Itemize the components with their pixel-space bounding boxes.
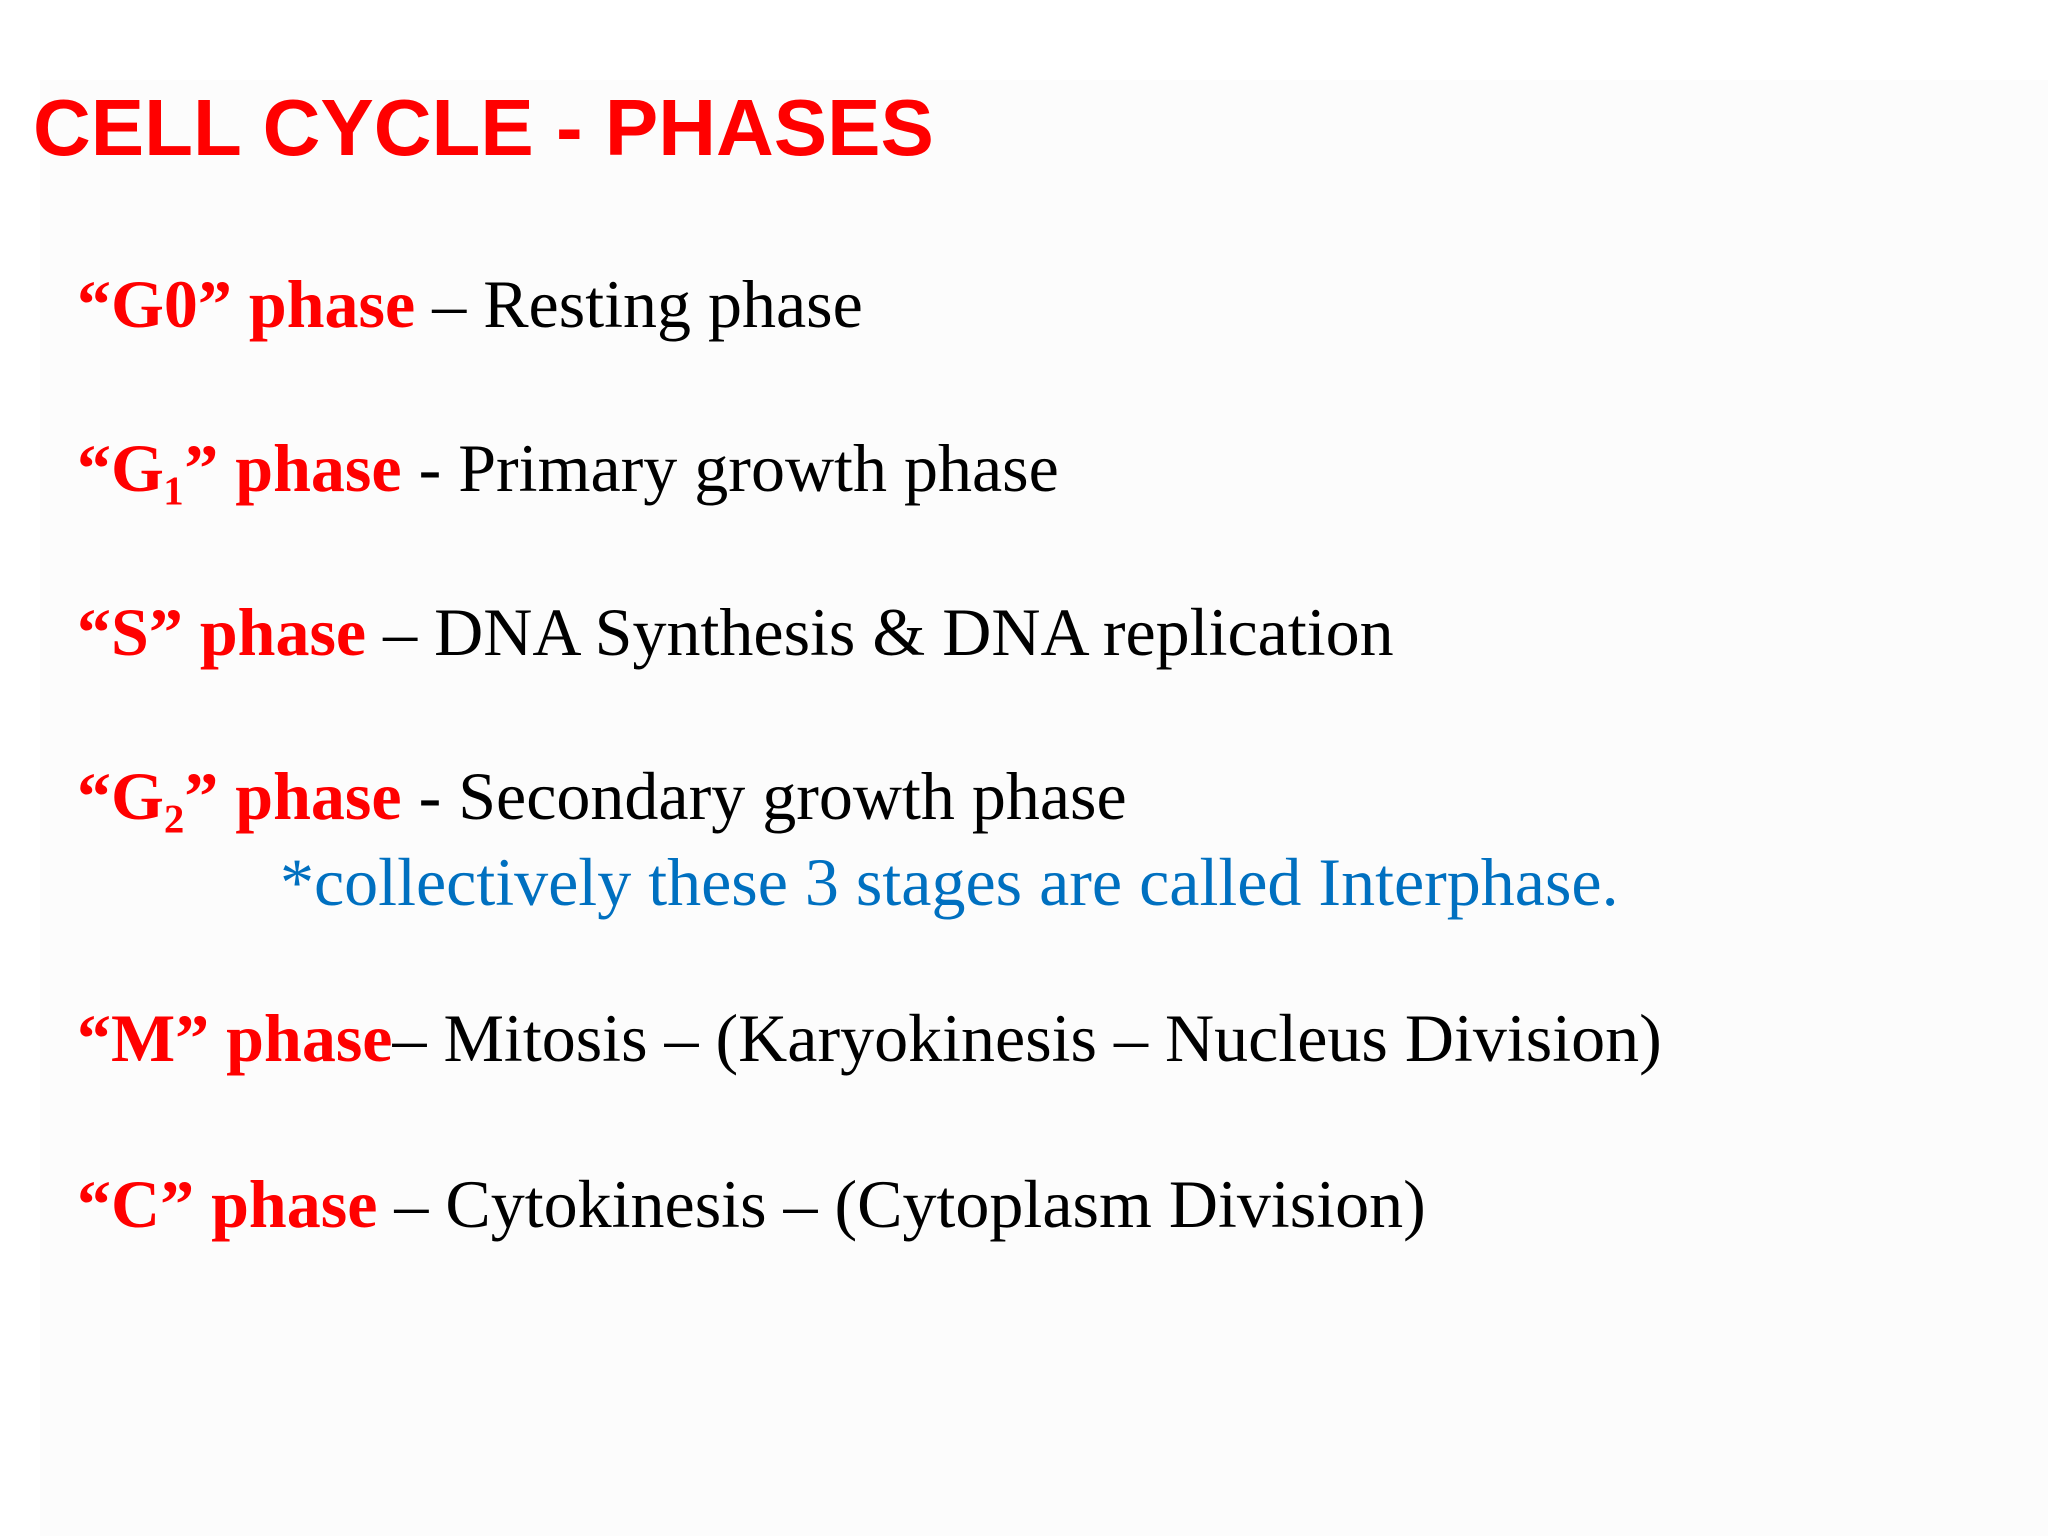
phase-separator-s: – [366, 594, 435, 670]
phase-row-s: “S” phase – DNA Synthesis & DNA replicat… [77, 592, 1394, 672]
phase-row-c: “C” phase – Cytokinesis – (Cytoplasm Div… [77, 1164, 1426, 1244]
phase-name-g2: “G₂” phase [77, 758, 402, 834]
phase-row-m: “M” phase– Mitosis – (Karyokinesis – Nuc… [77, 998, 1662, 1078]
slide-title: CELL CYCLE - PHASES [33, 83, 934, 172]
phase-name-g0: “G0” phase [77, 266, 416, 342]
phase-name-c: “C” phase [77, 1166, 378, 1242]
phase-description-m: Mitosis – (Karyokinesis – Nucleus Divisi… [443, 1000, 1662, 1076]
phase-name-s: “S” phase [77, 594, 367, 670]
phase-description-c: Cytokinesis – (Cytoplasm Division) [445, 1166, 1426, 1242]
phase-separator-g2: - [401, 758, 459, 834]
phase-row-g2: “G₂” phase - Secondary growth phase [77, 756, 1127, 836]
phase-separator-g0: – [415, 266, 484, 342]
interphase-note: *collectively these 3 stages are called … [280, 844, 1619, 920]
phase-name-m: “M” phase [77, 1000, 393, 1076]
phase-name-g1: “G₁” phase [77, 430, 402, 506]
phase-separator-m: – [392, 1000, 444, 1076]
phase-description-g2: Secondary growth phase [458, 758, 1127, 834]
phase-description-g1: Primary growth phase [458, 430, 1059, 506]
phase-separator-g1: - [401, 430, 459, 506]
slide-background-panel [40, 80, 2048, 1536]
phase-description-g0: Resting phase [483, 266, 863, 342]
phase-separator-c: – [377, 1166, 446, 1242]
phase-row-g1: “G₁” phase - Primary growth phase [77, 428, 1059, 508]
phase-description-s: DNA Synthesis & DNA replication [434, 594, 1394, 670]
phase-row-g0: “G0” phase – Resting phase [77, 264, 863, 344]
